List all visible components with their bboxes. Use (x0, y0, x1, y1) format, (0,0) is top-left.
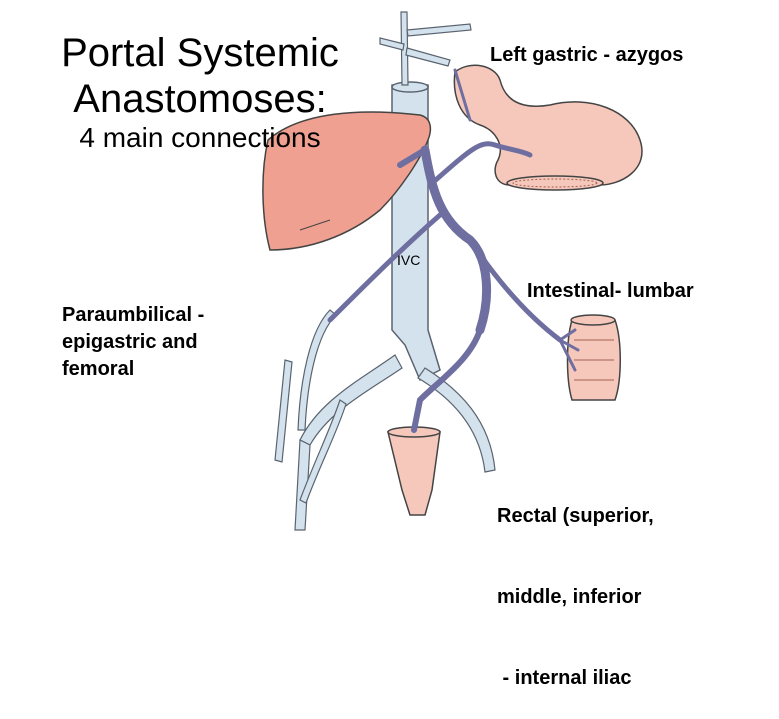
colon-illustration (566, 314, 621, 401)
title-block: Portal Systemic Anastomoses: 4 main conn… (0, 30, 400, 154)
label-paraumbilical: Paraumbilical - epigastric and femoral (62, 302, 204, 383)
label-rectal-line-2: middle, inferior (497, 586, 642, 608)
iliac-and-epigastric-veins (274, 309, 496, 531)
label-rectal-line-1: Rectal (superior, (497, 505, 654, 527)
label-paraumbilical-line-2: epigastric and (62, 331, 198, 353)
label-paraumbilical-line-1: Paraumbilical - (62, 304, 205, 326)
rectum-illustration (387, 426, 441, 516)
label-left-gastric: Left gastric - azygos (490, 44, 684, 66)
label-ivc: IVC (397, 252, 421, 268)
label-intestinal: Intestinal- lumbar (527, 280, 694, 302)
subtitle: 4 main connections (79, 122, 321, 153)
anatomy-illustration (262, 11, 643, 531)
stomach-illustration (453, 64, 643, 191)
label-paraumbilical-line-3: femoral (62, 358, 135, 380)
label-rectal-line-3: - internal iliac (497, 667, 632, 689)
label-rectal: Rectal (superior, middle, inferior - int… (497, 449, 654, 719)
portal-vein-system (327, 68, 580, 433)
liver-illustration (262, 111, 432, 251)
title-line-2: Anastomoses: (73, 77, 327, 121)
azygos-veins (379, 11, 472, 86)
title-line-1: Portal Systemic (61, 31, 339, 75)
